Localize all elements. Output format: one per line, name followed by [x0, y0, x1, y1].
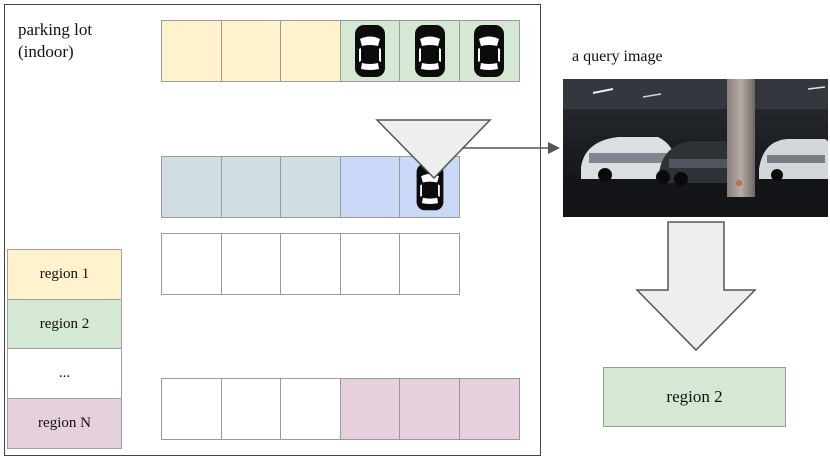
car-top-view-icon [473, 23, 505, 79]
query-image-title: a query image [572, 48, 663, 65]
parking-space [220, 233, 282, 295]
down-arrow-icon [635, 221, 757, 352]
parking-space [161, 378, 222, 440]
parking-space [399, 378, 460, 440]
parking-space [220, 378, 282, 440]
parking-space [339, 20, 401, 82]
parking-space [161, 233, 222, 295]
query-image [563, 79, 828, 217]
query-image-photo [563, 79, 828, 217]
parking-row-3 [161, 233, 460, 295]
predicted-region-box: region 2 [603, 367, 786, 427]
camera-frustum-icon [375, 119, 492, 180]
car-top-view-icon [354, 23, 386, 79]
parking-space [339, 233, 401, 295]
parking-lot-title-line1: parking lot [18, 20, 93, 39]
parking-row-1 [161, 20, 520, 82]
parking-space [280, 20, 341, 82]
parking-lot-title-line2: (indoor) [18, 42, 74, 61]
parking-lot-title: parking lot (indoor) [18, 19, 92, 63]
query-arrow-head [548, 142, 560, 154]
region-legend: region 1 region 2 ... region N [7, 249, 122, 449]
parking-row-4 [161, 378, 520, 440]
parking-space [280, 156, 341, 218]
parking-space [399, 20, 460, 82]
legend-item-region-n: region N [7, 397, 122, 449]
parking-space [399, 233, 460, 295]
parking-space [161, 20, 222, 82]
parking-space [220, 156, 282, 218]
parking-space [280, 378, 341, 440]
parking-lot-frame [4, 4, 541, 456]
parking-space [458, 20, 520, 82]
parking-space [458, 378, 520, 440]
car-top-view-icon [414, 23, 446, 79]
